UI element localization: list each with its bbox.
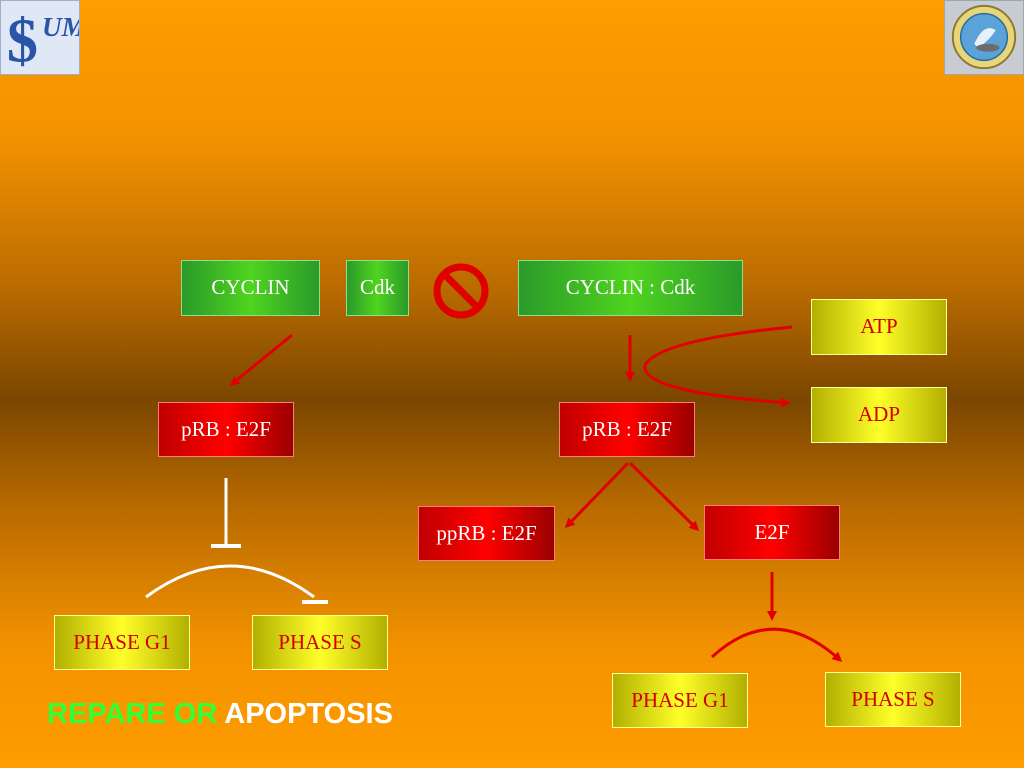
left-prb-e2f-box: pRB : E2F — [158, 402, 294, 457]
pprb-e2f-box: ppRB : E2F — [418, 506, 555, 561]
university-seal-icon — [951, 4, 1017, 70]
left-phase-g1-label: PHASE G1 — [73, 630, 171, 654]
g1-to-s-curve — [710, 627, 843, 663]
sum-logo-icon: $ UM — [7, 6, 79, 74]
sum-logo: $ UM — [0, 0, 80, 75]
cdk-label: Cdk — [359, 275, 395, 299]
right-phase-s-box: PHASE S — [825, 672, 961, 727]
adp-label: ADP — [857, 402, 900, 426]
left-phase-s-label: PHASE S — [278, 630, 362, 654]
right-prb-e2f-label: pRB : E2F — [582, 417, 672, 441]
left-phase-s-box: PHASE S — [252, 615, 388, 670]
atp-box: ATP — [811, 299, 947, 355]
sum-logo-text: UM — [42, 12, 79, 42]
pprb-e2f-label: ppRB : E2F — [436, 521, 537, 545]
svg-text:$: $ — [7, 6, 38, 74]
cyclin-box: CYCLIN — [181, 260, 320, 316]
right-phase-g1-label: PHASE G1 — [631, 688, 729, 712]
g1-to-s-blocked-curve — [145, 564, 315, 599]
no-symbol-icon — [433, 263, 489, 319]
arrow-cyclin-to-prb — [229, 333, 293, 386]
cdk-box: Cdk — [346, 260, 409, 316]
university-seal — [944, 0, 1024, 75]
left-phase-g1-box: PHASE G1 — [54, 615, 190, 670]
arrow-prb-to-pprb — [564, 461, 630, 529]
left-prb-e2f-label: pRB : E2F — [181, 417, 271, 441]
right-phase-g1-box: PHASE G1 — [612, 673, 748, 728]
adp-box: ADP — [811, 387, 947, 443]
atp-to-adp-curve — [643, 325, 793, 408]
arrow-prb-to-e2f — [628, 461, 700, 532]
cyclin-label: CYCLIN — [211, 275, 290, 299]
caption-or: OR — [173, 698, 218, 730]
cyclin-cdk-label: CYCLIN : Cdk — [565, 275, 696, 299]
cyclin-cdk-box: CYCLIN : Cdk — [518, 260, 743, 316]
repare-or-apoptosis-caption: REPARE OR APOPTOSIS — [47, 698, 393, 731]
right-prb-e2f-box: pRB : E2F — [559, 402, 695, 457]
e2f-box: E2F — [704, 505, 840, 560]
e2f-label: E2F — [754, 520, 790, 544]
right-phase-s-label: PHASE S — [851, 687, 935, 711]
caption-apoptosis: APOPTOSIS — [224, 698, 393, 730]
atp-label: ATP — [860, 314, 898, 338]
caption-repare: REPARE — [47, 698, 166, 730]
